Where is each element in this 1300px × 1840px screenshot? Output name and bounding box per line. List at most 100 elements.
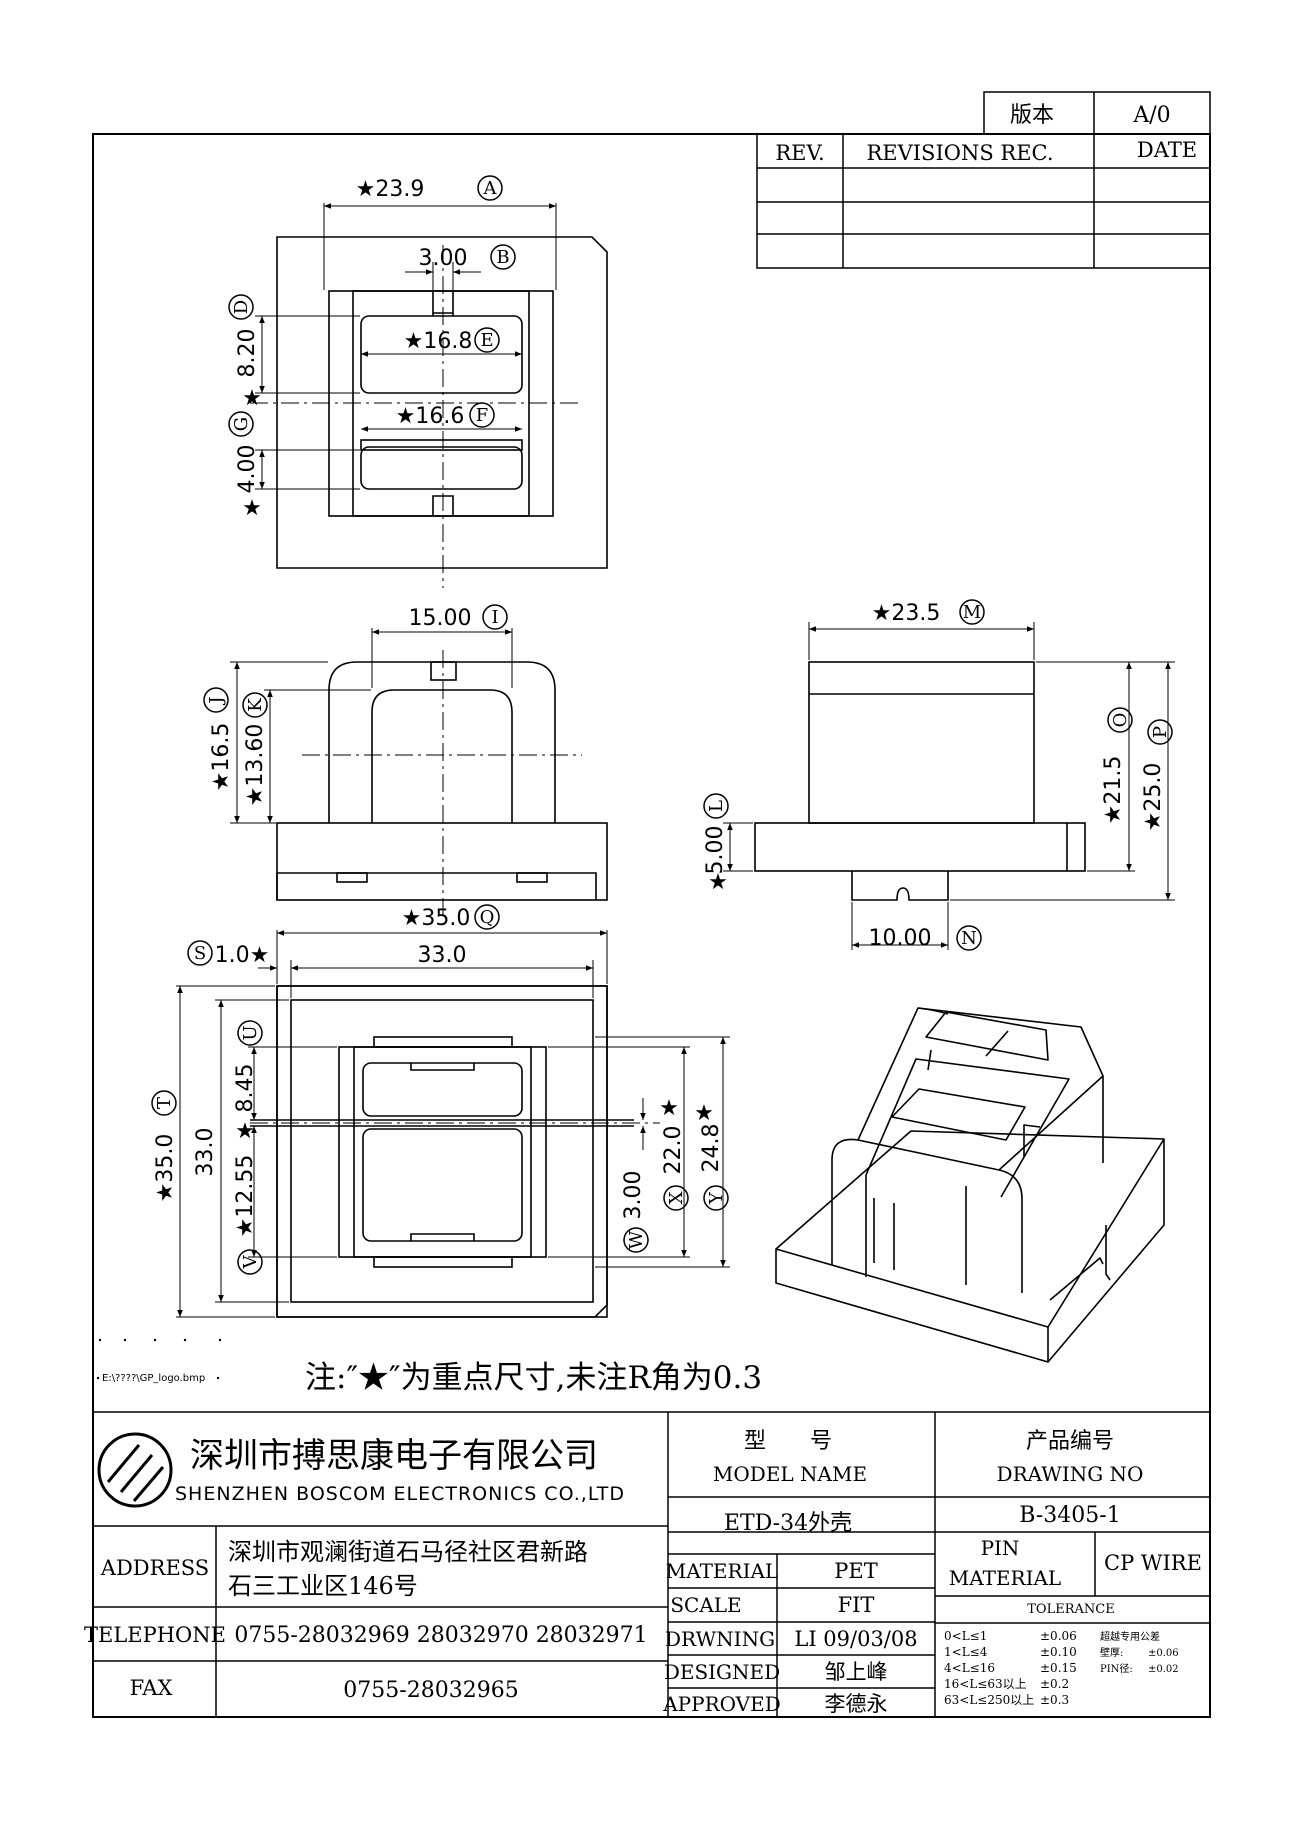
pin-material-label-1: PIN xyxy=(981,1536,1020,1560)
svg-text:X: X xyxy=(666,1191,687,1204)
tolerance-value: ±0.06 xyxy=(1040,1629,1077,1643)
svg-text:A: A xyxy=(483,178,498,199)
dim-marker-g: G xyxy=(228,411,254,437)
rev-header: REV. xyxy=(775,141,824,165)
dim-l-star: ★ xyxy=(708,870,728,895)
dim-o: ★21.5 xyxy=(1101,756,1126,825)
bottom-view xyxy=(250,985,634,1318)
dim-marker-q: Q xyxy=(474,904,500,930)
front-view xyxy=(276,661,608,901)
tolerance-range: 1<L≤4 xyxy=(944,1645,988,1659)
revisions-header: REVISIONS REC. xyxy=(866,141,1053,165)
dim-x: 22.0 xyxy=(661,1126,686,1175)
svg-text:I: I xyxy=(491,607,498,628)
company-name-cn: 深圳市搏思康电子有限公司 xyxy=(190,1436,598,1476)
dim-l: 5.00 xyxy=(703,826,728,875)
dim-f: ★16.6 xyxy=(396,404,465,429)
svg-text:J: J xyxy=(206,696,227,705)
dim-marker-m: M xyxy=(959,599,985,625)
dim-y-star: ★ xyxy=(694,1101,714,1126)
dim-marker-u: U xyxy=(237,1020,263,1046)
dim-j: ★16.5 xyxy=(209,723,234,792)
telephone-label: TELEPHONE xyxy=(84,1623,226,1647)
version-value: A/0 xyxy=(1132,103,1170,128)
dim-marker-v: V xyxy=(237,1249,263,1275)
svg-text:U: U xyxy=(240,1025,261,1040)
svg-text:N: N xyxy=(961,928,977,949)
file-reference: E:\????\GP_logo.bmp xyxy=(102,1373,205,1384)
material-value: PET xyxy=(834,1559,877,1583)
dim-t: ★35.0 xyxy=(153,1134,178,1203)
dim-marker-x: X xyxy=(663,1185,689,1211)
dim-g-star: ★ xyxy=(242,496,262,521)
drawing-frame xyxy=(92,133,1211,1718)
dim-w: 3.00 xyxy=(621,1171,646,1220)
special-tolerance-title: 超越专用公差 xyxy=(1100,1630,1160,1643)
designed-value: 邹上峰 xyxy=(825,1660,888,1684)
model-value: ETD-34外壳 xyxy=(724,1511,852,1536)
special-tolerance-label: PIN径: xyxy=(1100,1662,1133,1675)
dimension-texts: ★23.9 3.00 ★16.8 ★16.6 8.20 ★ 4.00 ★ 15.… xyxy=(153,177,1166,1237)
address-label: ADDRESS xyxy=(100,1556,209,1580)
dim-d-star: ★ xyxy=(242,386,262,411)
approved-value: 李德永 xyxy=(825,1692,888,1716)
dim-q: ★35.0 xyxy=(402,906,471,931)
drawing-label: DRWNING xyxy=(665,1627,775,1651)
special-tolerance-label: 壁厚: xyxy=(1100,1646,1123,1659)
dim-i: 15.00 xyxy=(409,606,472,631)
bottom-view-dimension-lines xyxy=(176,930,730,1318)
svg-text:Y: Y xyxy=(706,1191,727,1205)
address-line-1: 深圳市观澜街道石马径社区君新路 xyxy=(228,1538,588,1566)
front-view-dimension-lines xyxy=(230,628,513,824)
dim-marker-l: L xyxy=(703,793,729,819)
dim-marker-t: T xyxy=(151,1090,177,1116)
tolerance-range: 16<L≤63以上 xyxy=(944,1677,1027,1691)
tolerance-range: 63<L≤250以上 xyxy=(944,1693,1034,1707)
pin-material-label-2: MATERIAL xyxy=(949,1566,1061,1590)
dim-u-star: ★ xyxy=(235,1119,255,1144)
special-tolerance-value: ±0.02 xyxy=(1148,1664,1179,1675)
approved-label: APPROVED xyxy=(662,1692,781,1716)
dim-marker-n: N xyxy=(956,925,982,951)
dim-m: ★23.5 xyxy=(872,601,941,626)
dim-marker-e: E xyxy=(474,327,500,353)
svg-text:T: T xyxy=(154,1097,175,1109)
tolerance-value: ±0.2 xyxy=(1040,1677,1069,1691)
drawing-value: LI 09/03/08 xyxy=(794,1627,917,1651)
telephone-value: 0755-28032969 28032970 28032971 xyxy=(234,1623,647,1648)
dim-k: ★13.60 xyxy=(243,724,268,807)
tolerance-label: TOLERANCE xyxy=(1027,1602,1114,1617)
dim-marker-j: J xyxy=(203,687,229,713)
company-name-en: SHENZHEN BOSCOM ELECTRONICS CO.,LTD xyxy=(175,1483,625,1505)
svg-text:P: P xyxy=(1150,726,1171,738)
dim-g: 4.00 xyxy=(235,445,260,494)
svg-text:M: M xyxy=(963,602,981,623)
svg-text:G: G xyxy=(231,417,252,431)
side-view-dimension-lines xyxy=(723,622,1175,950)
svg-text:K: K xyxy=(245,698,266,712)
dotted-guides xyxy=(96,1338,222,1380)
scale-value: FIT xyxy=(838,1593,875,1617)
tolerance-value: ±0.10 xyxy=(1040,1645,1077,1659)
dim-marker-b: B xyxy=(490,244,516,270)
svg-text:E: E xyxy=(480,330,493,351)
drawing-no-value: B-3405-1 xyxy=(1019,1503,1120,1528)
dim-s: 1.0★ xyxy=(215,943,270,968)
svg-text:O: O xyxy=(1110,713,1131,728)
svg-text:L: L xyxy=(706,800,727,812)
side-view xyxy=(754,661,1086,901)
front-view-centerlines xyxy=(302,650,582,915)
fax-value: 0755-28032965 xyxy=(343,1678,518,1703)
isometric-view xyxy=(775,1007,1165,1363)
dim-d: 8.20 xyxy=(235,329,260,378)
dim-marker-p: P xyxy=(1147,719,1173,745)
dim-x-star: ★ xyxy=(659,1096,679,1121)
tolerance-value: ±0.15 xyxy=(1040,1661,1077,1675)
fax-label: FAX xyxy=(130,1676,173,1700)
drawing-no-cn: 产品编号 xyxy=(1026,1429,1114,1454)
company-logo xyxy=(97,1432,173,1508)
svg-text:F: F xyxy=(476,405,489,426)
